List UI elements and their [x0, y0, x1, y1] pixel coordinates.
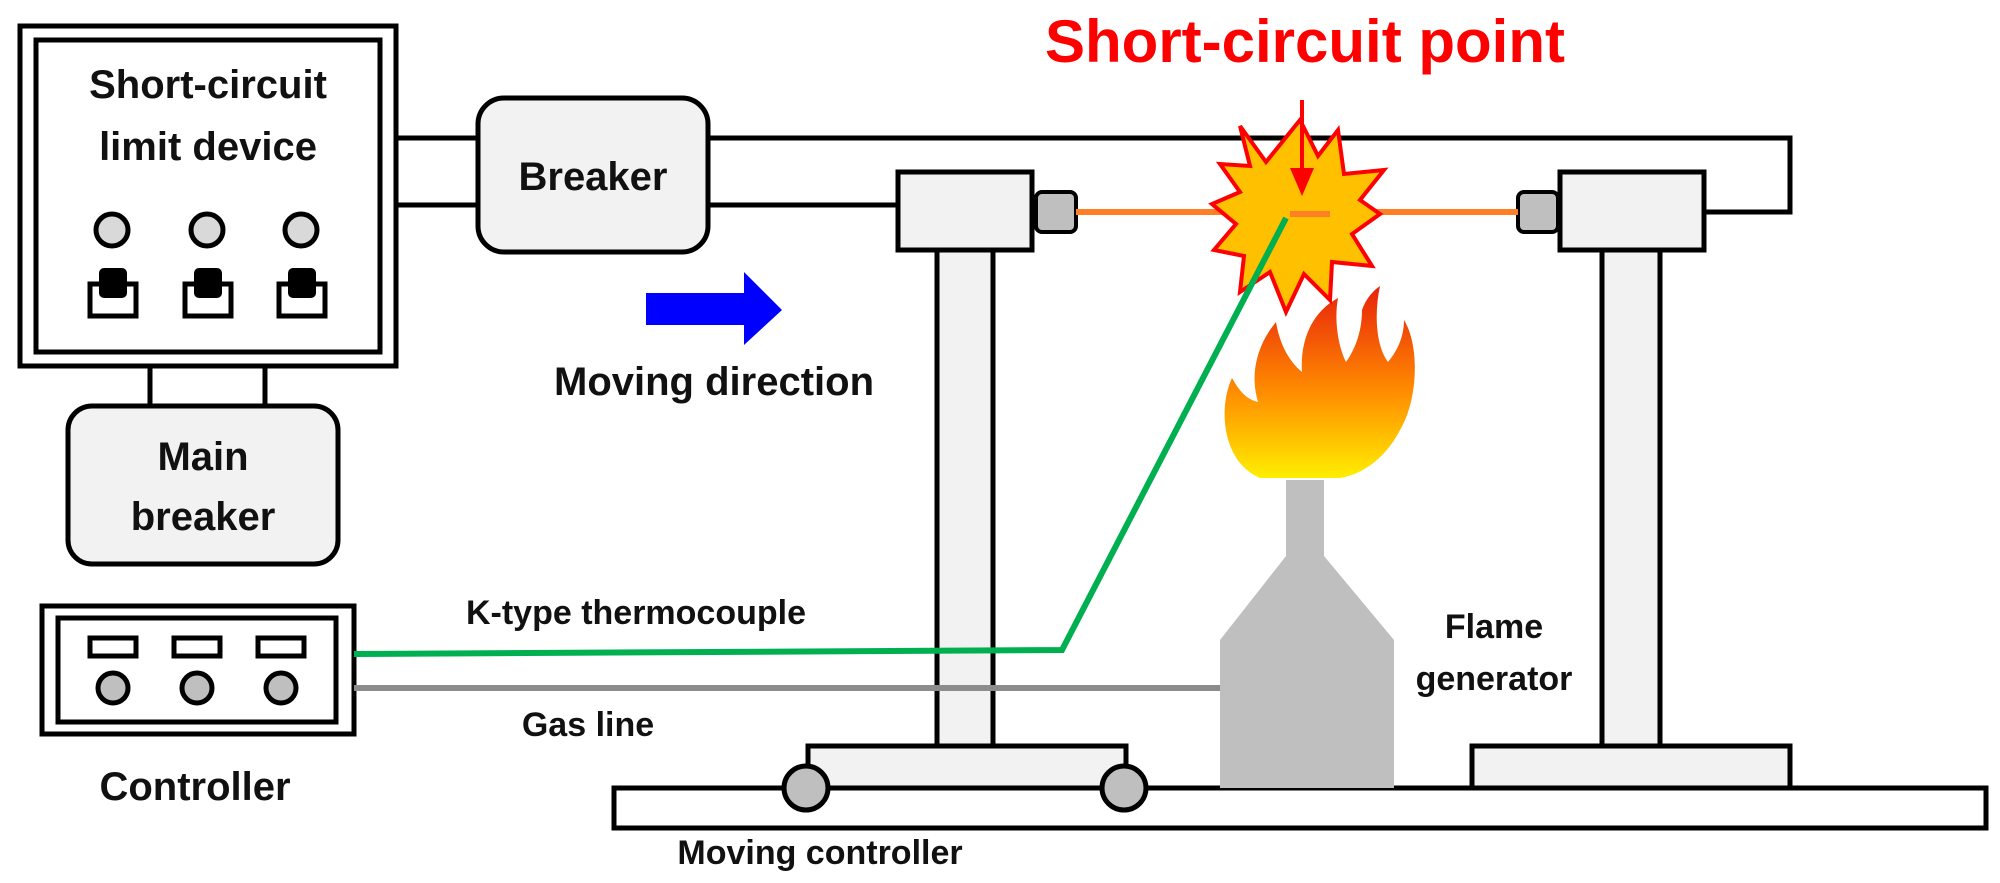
breaker: Breaker: [475, 95, 711, 255]
controller-label: Controller: [99, 765, 290, 809]
display-icons: [87, 635, 307, 659]
limit-device-label-line1: Short-circuit: [89, 63, 327, 107]
flame-generator: [1220, 480, 1394, 788]
wheel-icons: [781, 763, 1149, 813]
flame-generator-label-line2: generator: [1416, 660, 1573, 698]
moving-controller-label: Moving controller: [677, 834, 962, 872]
limit-device-label-line2: limit device: [99, 125, 317, 169]
main-breaker-label-line1: Main: [157, 435, 248, 479]
indicator-knobs: [93, 211, 320, 249]
flame-icon: [1224, 286, 1415, 478]
left-stand: [805, 169, 1129, 791]
gas-line-label: Gas line: [522, 706, 654, 744]
moving-direction-label: Moving direction: [554, 360, 874, 404]
short-circuit-limit-device: Short-circuit limit device: [17, 23, 399, 369]
control-knobs: [95, 670, 299, 706]
moving-direction-arrow-icon: [646, 272, 782, 345]
thermocouple-label: K-type thermocouple: [466, 594, 806, 632]
right-stand: [1469, 169, 1793, 791]
breaker-label: Breaker: [518, 155, 667, 199]
main-breaker-label-line2: breaker: [131, 495, 276, 539]
switch-icons: [87, 268, 328, 319]
base-rail: [611, 785, 1989, 831]
flame-generator-label-line1: Flame: [1445, 608, 1543, 646]
pointer-arrow-icon: [1290, 100, 1314, 196]
controller: [39, 603, 357, 737]
diagram-title: Short-circuit point: [1045, 8, 1565, 75]
main-breaker: Main breaker: [65, 403, 341, 567]
thermocouple-line: [353, 216, 1289, 657]
